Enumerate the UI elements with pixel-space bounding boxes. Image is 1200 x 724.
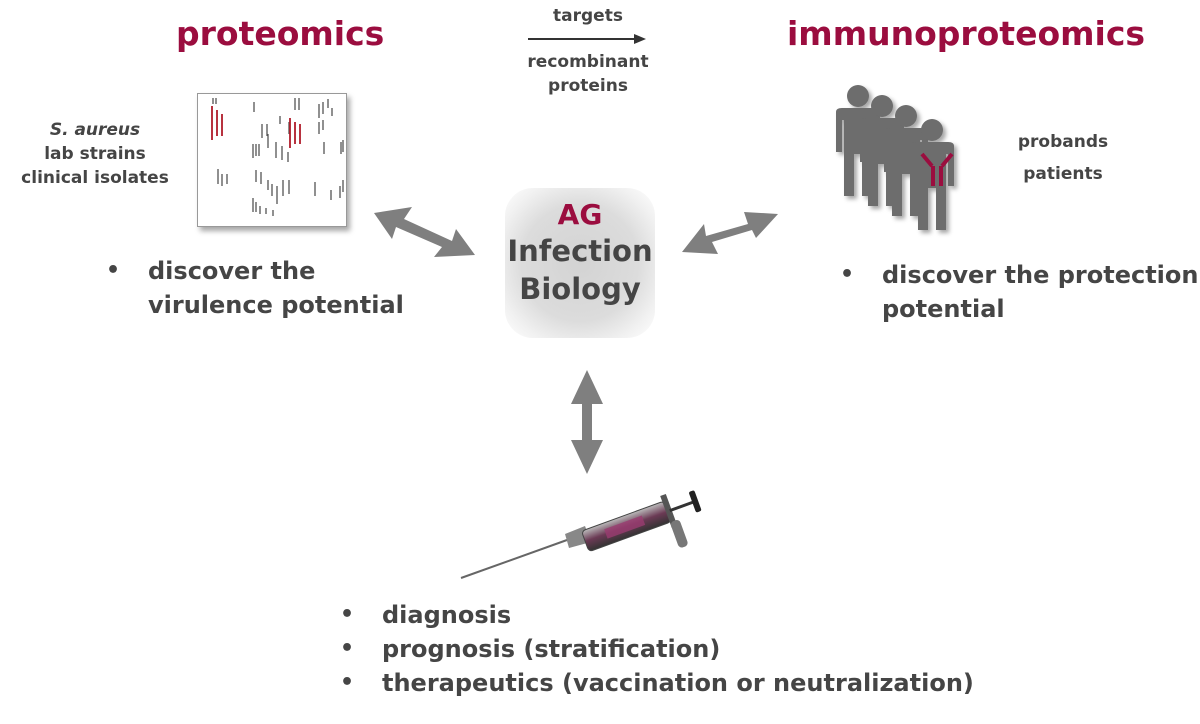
bullet-icon: • (340, 602, 355, 627)
left-bullet-line1: discover the (148, 257, 316, 285)
sample-labels: S. aureus lab strains clinical isolates (20, 118, 170, 190)
cohort-labels: probands patients (1008, 130, 1118, 186)
therapeutics-item: therapeutics (vaccination or neutralizat… (382, 669, 974, 697)
clinical-isolates-label: clinical isolates (21, 168, 169, 188)
proteins-label: proteins (548, 76, 628, 96)
gel-image (197, 93, 347, 227)
center-biology-label: Biology (519, 272, 641, 306)
right-bullet: • discover the protection potential (840, 258, 1198, 326)
center-node: AG Infection Biology (505, 188, 655, 338)
organism-label: S. aureus (49, 120, 141, 140)
center-infection-label: Infection (507, 234, 653, 268)
antibody-icon (920, 152, 954, 186)
bullet-icon: • (840, 262, 855, 287)
left-bullet-line2: virulence potential (148, 291, 404, 319)
probands-label: probands (1017, 132, 1109, 152)
right-bullet-line1: discover the protection (882, 261, 1199, 289)
center-ag-label: AG (557, 198, 603, 231)
immunoproteomics-title: immunoproteomics (787, 14, 1146, 53)
patients-label: patients (1023, 164, 1103, 184)
patients-group-icon (836, 85, 954, 230)
left-bullet: • discover the virulence potential (106, 254, 404, 322)
applications-list: • diagnosis • prognosis (stratification)… (340, 598, 974, 700)
bullet-icon: • (106, 258, 121, 283)
syringe-icon (460, 490, 702, 579)
list-item: • diagnosis (340, 598, 974, 632)
gel-bands-icon (211, 98, 344, 216)
bullet-icon: • (340, 670, 355, 695)
vertical-double-arrow-icon (571, 370, 603, 474)
targets-label: targets (553, 6, 623, 26)
right-bullet-line2: potential (882, 295, 1005, 323)
list-item: • prognosis (stratification) (340, 632, 974, 666)
proteomics-title: proteomics (176, 14, 385, 53)
right-arrow-icon (528, 34, 646, 44)
lab-strains-label: lab strains (44, 144, 146, 164)
left-double-arrow-icon (374, 207, 475, 257)
prognosis-item: prognosis (stratification) (382, 635, 721, 663)
recombinant-label: recombinant (527, 52, 649, 72)
bullet-icon: • (340, 636, 355, 661)
recombinant-proteins-label: recombinant proteins (508, 50, 668, 98)
list-item: • therapeutics (vaccination or neutraliz… (340, 666, 974, 700)
diagnosis-item: diagnosis (382, 601, 512, 629)
right-double-arrow-icon (682, 212, 778, 254)
